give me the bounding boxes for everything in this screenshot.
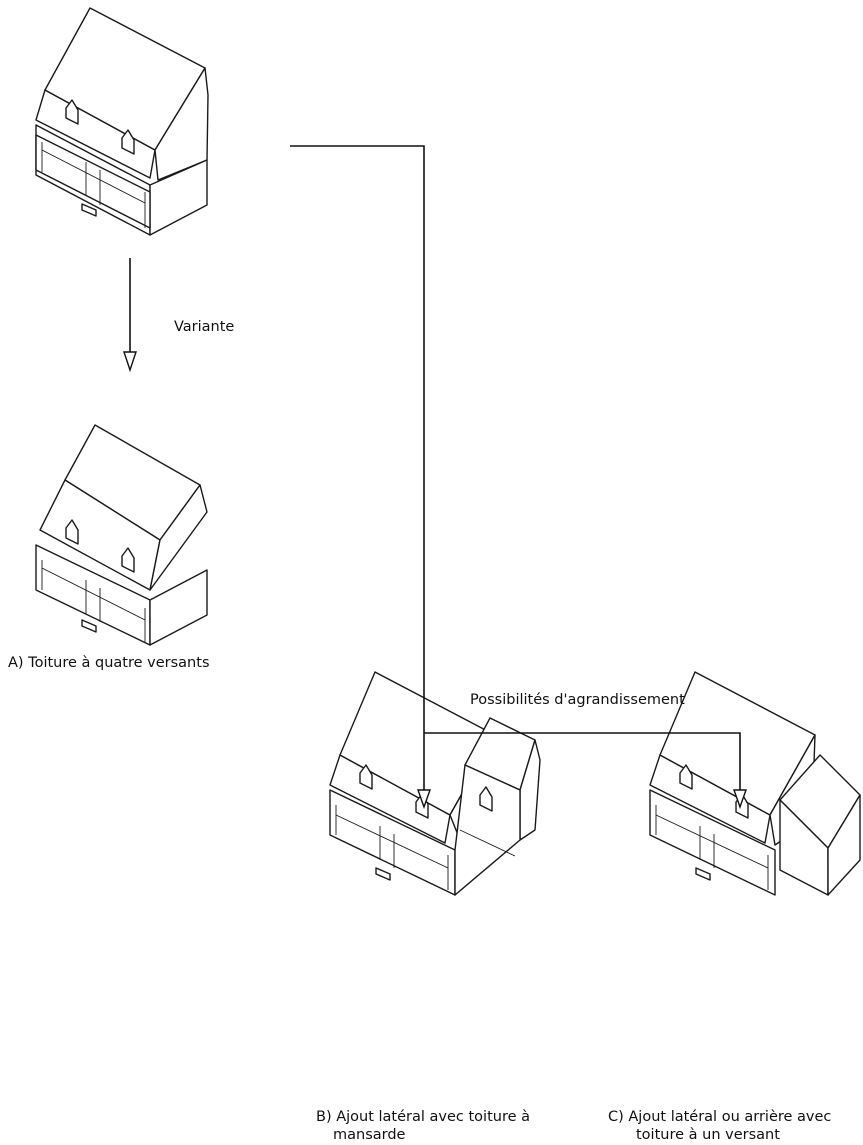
caption-b-line2: mansarde — [333, 1127, 406, 1143]
dormer — [479, 786, 493, 812]
arrow-variante — [123, 258, 137, 373]
step — [695, 867, 711, 881]
dormer — [679, 764, 693, 790]
caption-c-line1: C) Ajout latéral ou arrière avec — [608, 1109, 832, 1125]
arrowhead-c — [733, 789, 747, 810]
label-variante: Variante — [174, 319, 235, 335]
side-wall — [149, 569, 208, 646]
house-variant-a — [35, 424, 208, 646]
connector-possibilites — [290, 145, 747, 810]
facade — [649, 789, 776, 896]
roof-gable — [154, 67, 209, 181]
dormer — [65, 99, 79, 125]
shed-side — [827, 794, 861, 896]
step — [81, 619, 97, 633]
porch — [35, 134, 151, 229]
dormer — [65, 519, 79, 545]
addition-facade — [454, 764, 521, 896]
caption-b-line1: B) Ajout latéral avec toiture à — [316, 1109, 531, 1125]
caption-a: A) Toiture à quatre versants — [8, 655, 210, 671]
house-option-c — [649, 671, 861, 896]
step — [375, 867, 391, 881]
dormer — [121, 547, 135, 573]
caption-c-line2: toiture à un versant — [636, 1127, 780, 1143]
dormer — [359, 764, 373, 790]
roof-hip-side — [149, 484, 208, 591]
house-original — [35, 7, 209, 236]
house-option-b — [329, 671, 541, 896]
dormer — [121, 129, 135, 155]
label-possibilites: Possibilités d'agrandissement — [470, 692, 685, 708]
step — [81, 203, 97, 217]
arrowhead-b — [417, 789, 431, 810]
